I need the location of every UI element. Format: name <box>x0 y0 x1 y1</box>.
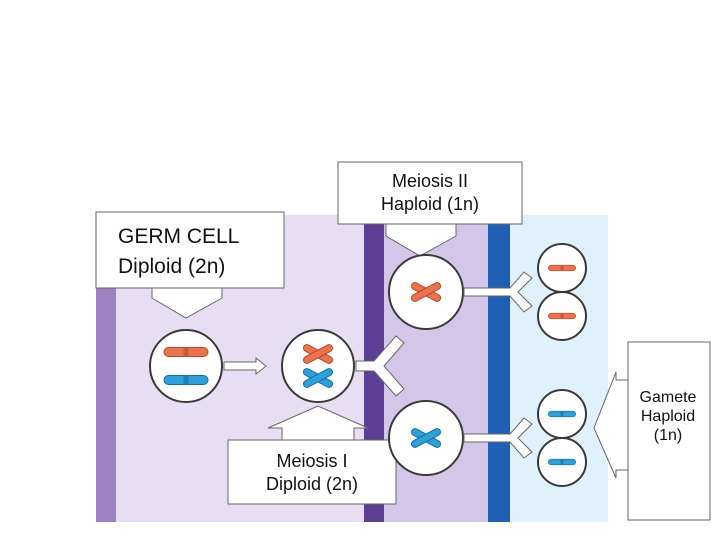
gamete-1-chromosome <box>548 264 576 272</box>
germ-cell-title: GERM CELL <box>118 225 240 248</box>
meiosis-ii-label: Meiosis II Haploid (1n) <box>340 170 520 215</box>
band-blue <box>488 215 510 522</box>
germ-chromosome-blue <box>163 375 209 385</box>
gamete-callout-arrow <box>593 371 629 479</box>
meiosis-i-callout-box <box>227 439 397 505</box>
germ-cell-callout-box <box>95 211 285 289</box>
band-left-purple <box>96 215 116 522</box>
gamete-label: Gamete Haploid (1n) <box>626 388 710 445</box>
meiosis-i-title: Meiosis I <box>276 451 348 471</box>
germ-cell-ploidy: Diploid (2n) <box>118 255 226 278</box>
fork-arrow-meiosis-ii-top <box>463 271 533 313</box>
gamete-4-chromosome <box>548 458 576 466</box>
gamete-3-chromosome <box>548 410 576 418</box>
gamete-2-chromosome <box>548 312 576 320</box>
meiosis-i-label: Meiosis I Diploid (2n) <box>232 450 392 495</box>
gamete-title: Gamete <box>639 389 697 406</box>
fork-arrow-meiosis-ii-bottom <box>463 417 533 459</box>
meiosis-ii-title: Meiosis II <box>391 171 469 191</box>
meiosis-ii-callout-arrow <box>385 223 457 257</box>
arrow-germ-to-meiosis-i <box>223 356 267 376</box>
gamete-callout-box <box>627 341 711 521</box>
germ-chromosome-red <box>163 347 209 357</box>
meiosis-i-ploidy: Diploid (2n) <box>265 473 359 494</box>
fork-arrow-meiosis-i <box>355 335 405 397</box>
meiosis-i-callout-arrow <box>267 405 369 441</box>
gamete-ploidy: (1n) <box>653 427 683 444</box>
germ-cell-callout-arrow <box>151 287 223 319</box>
gamete-haploid: Haploid <box>640 408 696 425</box>
meiosis-i-cell-circle <box>281 329 355 403</box>
meiosis-ii-ploidy: Haploid (1n) <box>380 193 480 214</box>
germ-cell-label: GERM CELL Diploid (2n) <box>118 222 239 282</box>
germ-cell-circle <box>149 329 223 403</box>
